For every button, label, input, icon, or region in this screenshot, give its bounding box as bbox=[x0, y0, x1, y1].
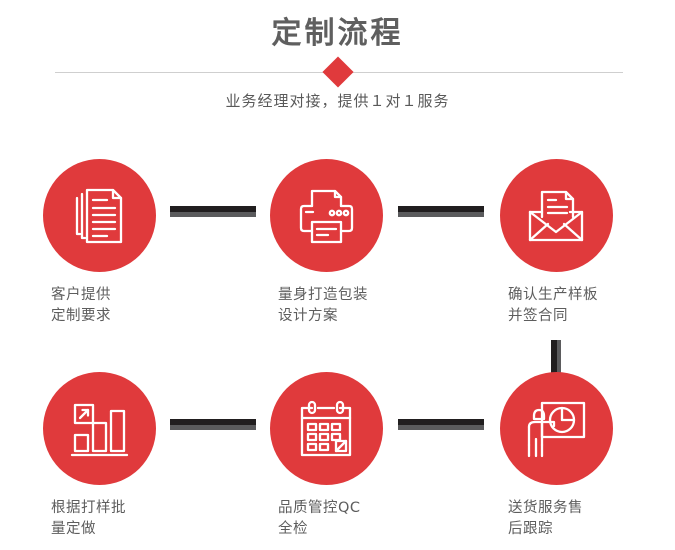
connector-segment-light bbox=[170, 212, 256, 217]
connector-1-2 bbox=[170, 206, 256, 217]
process-step-6[interactable]: 送货服务售 后跟踪 bbox=[481, 372, 631, 540]
step-4-circle[interactable] bbox=[42, 372, 156, 485]
connector-segment-dark bbox=[551, 340, 557, 376]
connector-3-6 bbox=[551, 340, 561, 376]
process-step-1[interactable]: 客户提供 定制要求 bbox=[24, 159, 174, 327]
printer-icon bbox=[294, 184, 358, 248]
page-title: 定制流程 bbox=[271, 16, 404, 51]
documents-stack-icon bbox=[67, 184, 131, 248]
process-step-3[interactable]: 确认生产样板 并签合同 bbox=[481, 159, 631, 327]
step-1-label: 客户提供 定制要求 bbox=[51, 287, 111, 324]
page-subtitle: 业务经理对接，提供１对１服务 bbox=[225, 92, 450, 110]
connector-segment-dark bbox=[170, 419, 256, 425]
calendar-icon-wrapper[interactable] bbox=[269, 372, 383, 485]
connector-segment-light bbox=[170, 425, 256, 430]
calendar-icon bbox=[294, 397, 358, 461]
connector-segment-light bbox=[398, 212, 484, 217]
process-step-4[interactable]: 根据打样批 量定做 bbox=[24, 372, 174, 540]
step-2-circle[interactable] bbox=[269, 159, 383, 272]
step-1-circle[interactable] bbox=[42, 159, 156, 272]
connector-segment-light bbox=[398, 425, 484, 430]
process-step-5[interactable]: 品质管控QC 全检 bbox=[251, 372, 401, 540]
bar-chart-growth-icon bbox=[67, 397, 131, 461]
step-4-label: 根据打样批 量定做 bbox=[51, 500, 126, 537]
envelope-document-icon bbox=[524, 184, 588, 248]
presenter-pie-chart-icon bbox=[524, 397, 588, 461]
step-3-circle[interactable] bbox=[499, 159, 613, 272]
step-6-circle[interactable] bbox=[499, 372, 613, 485]
step-3-label: 确认生产样板 并签合同 bbox=[508, 287, 598, 324]
connector-5-6 bbox=[398, 419, 484, 430]
connector-segment-light bbox=[557, 340, 561, 376]
step-2-label: 量身打造包装 设计方案 bbox=[278, 287, 368, 324]
diamond-marker-icon bbox=[322, 56, 354, 88]
connector-4-5 bbox=[170, 419, 256, 430]
process-step-2[interactable]: 量身打造包装 设计方案 bbox=[251, 159, 401, 327]
step-5-label: 品质管控QC 全检 bbox=[278, 500, 361, 537]
step-6-label: 送货服务售 后跟踪 bbox=[508, 500, 583, 537]
connector-segment-dark bbox=[170, 206, 256, 212]
connector-segment-dark bbox=[398, 206, 484, 212]
connector-2-3 bbox=[398, 206, 484, 217]
connector-segment-dark bbox=[398, 419, 484, 425]
